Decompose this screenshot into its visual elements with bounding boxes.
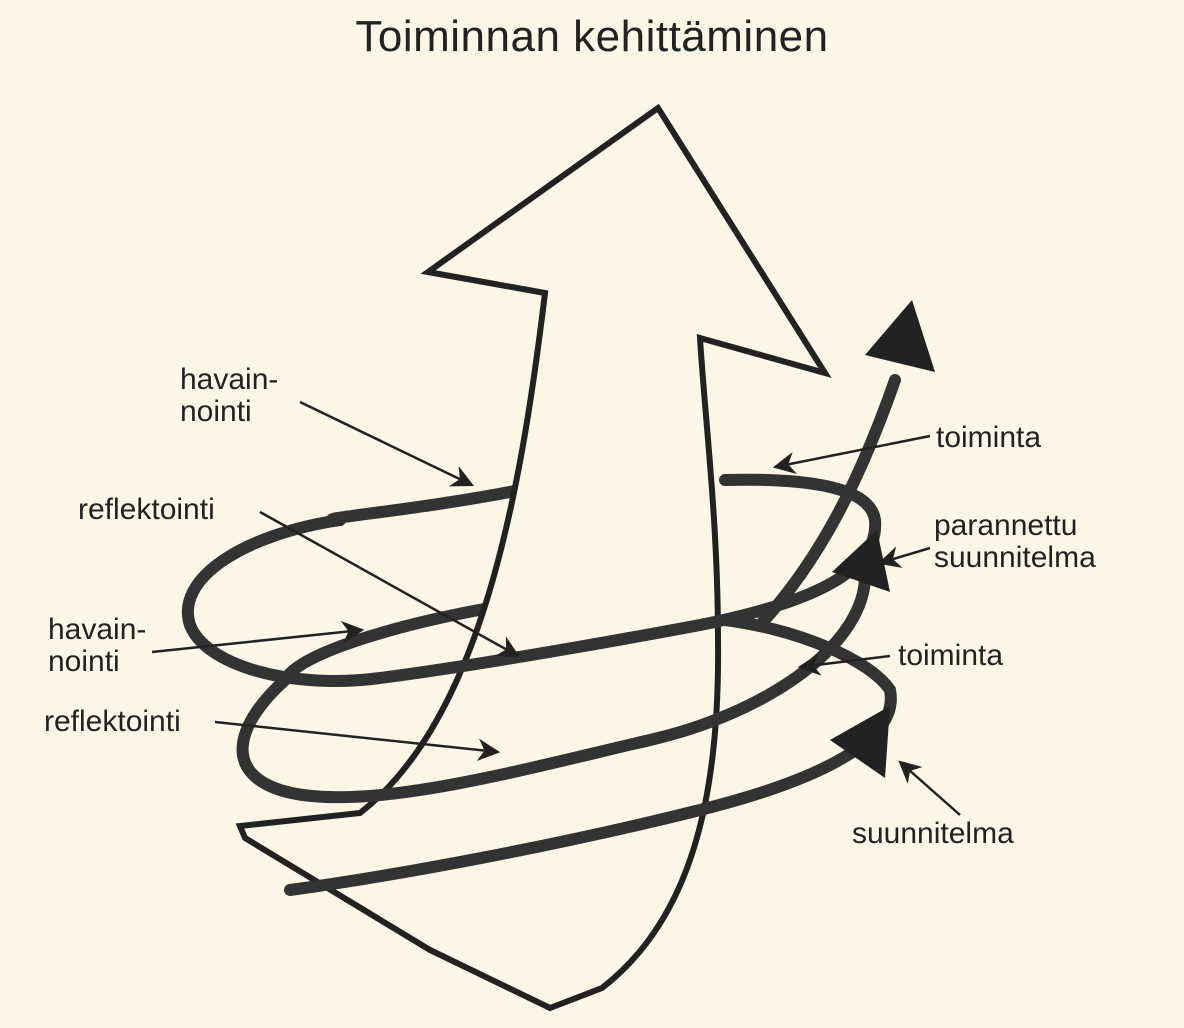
pointer-havainnointi-top <box>299 400 475 487</box>
label-parannettu-line1: parannettu <box>934 509 1078 542</box>
spiral-head-middle <box>832 530 890 592</box>
pointer-havainnointi-bottom <box>151 620 365 654</box>
spiral-rise <box>754 374 901 631</box>
spiral-head-top <box>865 300 935 372</box>
label-havainnointi-top-line2: nointi <box>180 395 252 428</box>
label-suunnitelma: suunnitelma <box>852 817 1014 850</box>
label-havainnointi-top-line1: havain- <box>180 363 279 396</box>
development-arrow <box>235 103 832 1012</box>
label-havainnointi-bottom-line2: nointi <box>48 645 120 678</box>
pointer-reflektointi-top <box>259 510 520 658</box>
label-parannettu-line2: suunnitelma <box>934 541 1096 574</box>
label-toiminta-bottom: toiminta <box>898 639 1004 672</box>
pointer-parannettu <box>877 546 931 568</box>
spiral-arrowheads <box>830 300 935 778</box>
label-reflektointi-bottom: reflektointi <box>44 705 181 738</box>
spiral-loop-upper <box>182 473 882 687</box>
pointer-lines <box>151 400 961 816</box>
label-havainnointi-bottom-line1: havain- <box>48 613 147 646</box>
label-havainnointi-bottom: havain- nointi <box>48 614 146 678</box>
label-toiminta-top: toiminta <box>936 421 1042 454</box>
label-havainnointi-top: havain- nointi <box>180 364 278 428</box>
label-reflektointi-top: reflektointi <box>78 493 215 526</box>
spiral-head-lower <box>830 706 890 778</box>
diagram-title: Toiminnan kehittäminen <box>355 12 829 61</box>
label-parannettu-suunnitelma: parannettu suunnitelma <box>934 510 1096 574</box>
pointer-suunnitelma <box>898 760 961 816</box>
spiral-back-upper <box>326 484 526 526</box>
pointer-toiminta-top <box>772 434 931 475</box>
spiral-loop-lower <box>284 614 897 896</box>
pointer-reflektointi-bottom <box>214 720 501 762</box>
pointer-toiminta-bottom <box>797 653 891 676</box>
spiral-back-lower <box>279 602 496 686</box>
